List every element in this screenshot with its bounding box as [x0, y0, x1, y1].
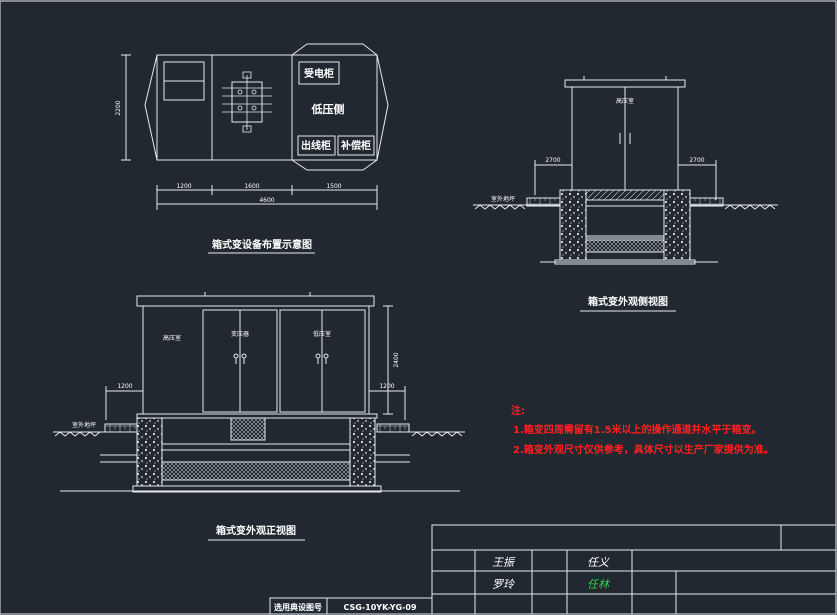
title-block — [269, 524, 837, 615]
plan-label-lv-side: 低压侧 — [311, 102, 345, 116]
side-label-hv: 高压室 — [616, 97, 634, 105]
side-dim-right: 2700 — [689, 157, 704, 164]
plan-title: 箱式变设备布置示意图 — [212, 238, 312, 251]
signature-b: 罗玲 — [492, 578, 516, 591]
side-title: 箱式变外观侧视图 — [588, 295, 668, 308]
signature-c: 任义 — [587, 556, 610, 569]
front-cable-trench — [230, 417, 266, 441]
side-ground-label: 室外地坪 — [491, 195, 515, 203]
front-title: 箱式变外观正视图 — [216, 524, 296, 537]
side-labels: 高压室 2700 2700 室外地坪 箱式变外观侧视图 — [491, 97, 705, 308]
plan-dim-depth: 2200 — [115, 100, 122, 115]
notes-block: 注: 1.箱变四周需留有1.5米以上的操作通道并水平于箱变。 2.箱变外观尺寸仅… — [511, 404, 774, 456]
plan-dim-seg3: 1500 — [326, 183, 341, 190]
front-dim-right: 1200 — [379, 383, 394, 390]
side-dim-left: 2700 — [545, 157, 560, 164]
front-label-hv: 高压室 — [163, 334, 181, 342]
plan-box-outgoing — [297, 135, 336, 156]
notes-line-1: 1.箱变四周需留有1.5米以上的操作通道并水平于箱变。 — [513, 423, 761, 436]
signature-d: 任林 — [587, 578, 611, 591]
front-label-transformer: 变压器 — [231, 330, 249, 338]
plan-left-door — [144, 54, 158, 161]
side-view — [473, 76, 778, 265]
title-block-text: 选用典设图号 CSG-10YK-YG-09 王振 罗玲 任义 任林 — [274, 556, 611, 612]
plan-dim-seg2: 1600 — [244, 183, 259, 190]
signature-a: 王振 — [492, 556, 516, 569]
plan-box-compensation — [337, 135, 375, 156]
front-view — [53, 292, 465, 493]
plan-labels: 受电柜 低压侧 出线柜 补偿柜 2200 1200 1600 1500 4600… — [115, 67, 371, 251]
plan-label-outgoing: 出线柜 — [301, 139, 331, 152]
plan-label-receiving: 受电柜 — [304, 67, 334, 80]
drawing-number-label: 选用典设图号 — [274, 602, 322, 612]
notes-line-2: 2.箱变外观尺寸仅供参考，具体尺寸以生产厂家提供为准。 — [513, 443, 774, 456]
front-label-lv: 低压室 — [313, 330, 331, 338]
plan-dim-total: 4600 — [259, 197, 274, 204]
front-labels: 高压室 变压器 低压室 2400 1200 1200 室外地坪 箱式变外观正视图 — [72, 330, 400, 537]
front-dim-left: 1200 — [117, 383, 132, 390]
plan-view — [121, 43, 389, 210]
front-ground-label: 室外地坪 — [72, 421, 96, 429]
drawing-number: CSG-10YK-YG-09 — [343, 603, 416, 612]
front-dim-height: 2400 — [393, 352, 400, 367]
plan-dim-seg1: 1200 — [176, 183, 191, 190]
plan-label-compensation: 补偿柜 — [340, 139, 371, 152]
notes-heading: 注: — [511, 404, 525, 417]
front-body — [142, 305, 370, 415]
plan-box-receiving — [298, 61, 340, 85]
